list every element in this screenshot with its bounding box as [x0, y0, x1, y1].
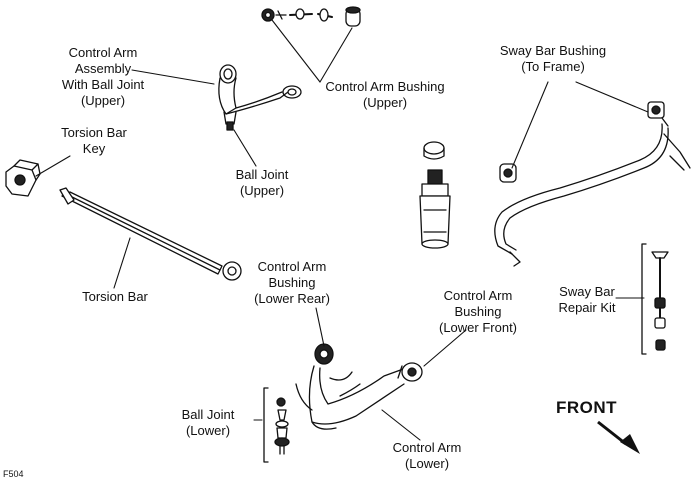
figure-code: F504 — [3, 469, 24, 479]
label-control-arm-bushing-lower-rear: Control Arm Bushing (Lower Rear) — [254, 259, 330, 306]
label-control-arm-lower: Control Arm (Lower) — [392, 440, 462, 471]
label-ball-joint-upper: Ball Joint (Upper) — [235, 167, 289, 198]
label-torsion-bar-key: Torsion Bar Key — [61, 125, 127, 156]
torsion-bar-key-illustration — [5, 159, 41, 197]
lower-control-arm-illustration — [295, 343, 423, 430]
front-arrow-icon — [597, 420, 640, 454]
sway-bar-illustration — [494, 101, 691, 267]
label-control-arm-bushing-upper: Control Arm Bushing (Upper) — [325, 79, 445, 110]
upper-bushing-hardware-illustration — [261, 6, 361, 27]
label-control-arm-assembly-upper: Control Arm Assembly With Ball Joint (Up… — [61, 45, 145, 108]
label-torsion-bar: Torsion Bar — [82, 289, 148, 304]
shock-absorber-illustration — [419, 141, 451, 249]
label-sway-bar-repair-kit: Sway Bar Repair Kit — [558, 284, 616, 315]
sway-bar-repair-kit-illustration — [641, 243, 669, 355]
upper-control-arm-illustration — [218, 64, 302, 131]
label-sway-bar-bushing-frame: Sway Bar Bushing (To Frame) — [499, 43, 607, 74]
leader-lines — [35, 19, 649, 441]
lower-ball-joint-illustration — [263, 387, 290, 463]
front-direction-label: FRONT — [556, 398, 618, 417]
label-ball-joint-lower: Ball Joint (Lower) — [181, 407, 235, 438]
label-control-arm-bushing-lower-front: Control Arm Bushing (Lower Front) — [438, 288, 518, 335]
torsion-bar-illustration — [59, 187, 242, 281]
